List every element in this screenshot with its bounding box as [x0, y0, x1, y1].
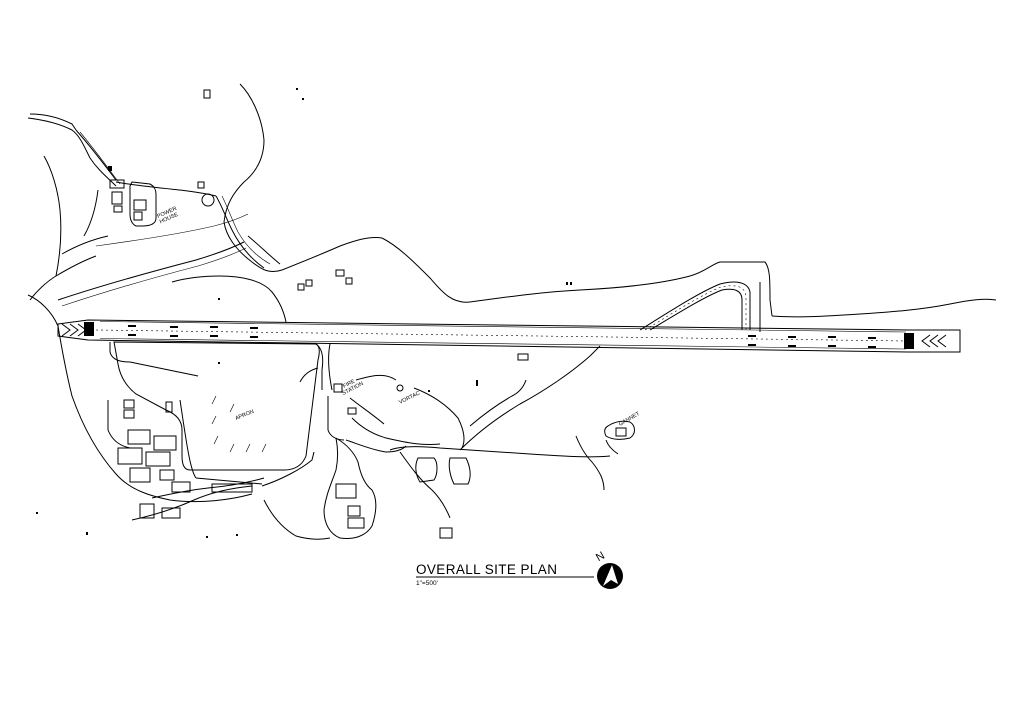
buildings [108, 89, 627, 539]
map-labels: POWER HOUSE APRON FIRE STATION VORTAC GA… [156, 205, 641, 428]
north-letter: N [594, 549, 607, 564]
vortac-label: VORTAC [398, 391, 421, 406]
drawing-title: OVERALL SITE PLAN [416, 562, 557, 577]
coastline [27, 83, 997, 540]
power-house-label: POWER HOUSE [156, 205, 181, 225]
drawing-scale: 1"=500' [416, 580, 438, 587]
apron-label: APRON [235, 409, 255, 422]
taxiways [109, 281, 761, 441]
north-arrow-icon: N [594, 549, 623, 589]
survey-marks [36, 88, 572, 538]
apron-area [113, 341, 320, 471]
title-block: OVERALL SITE PLAN 1"=500' [416, 562, 594, 587]
gannet-label: GANNET [618, 411, 641, 428]
chevron-markings-east [921, 334, 947, 348]
chevron-markings-west [61, 323, 87, 337]
runway [57, 319, 961, 353]
